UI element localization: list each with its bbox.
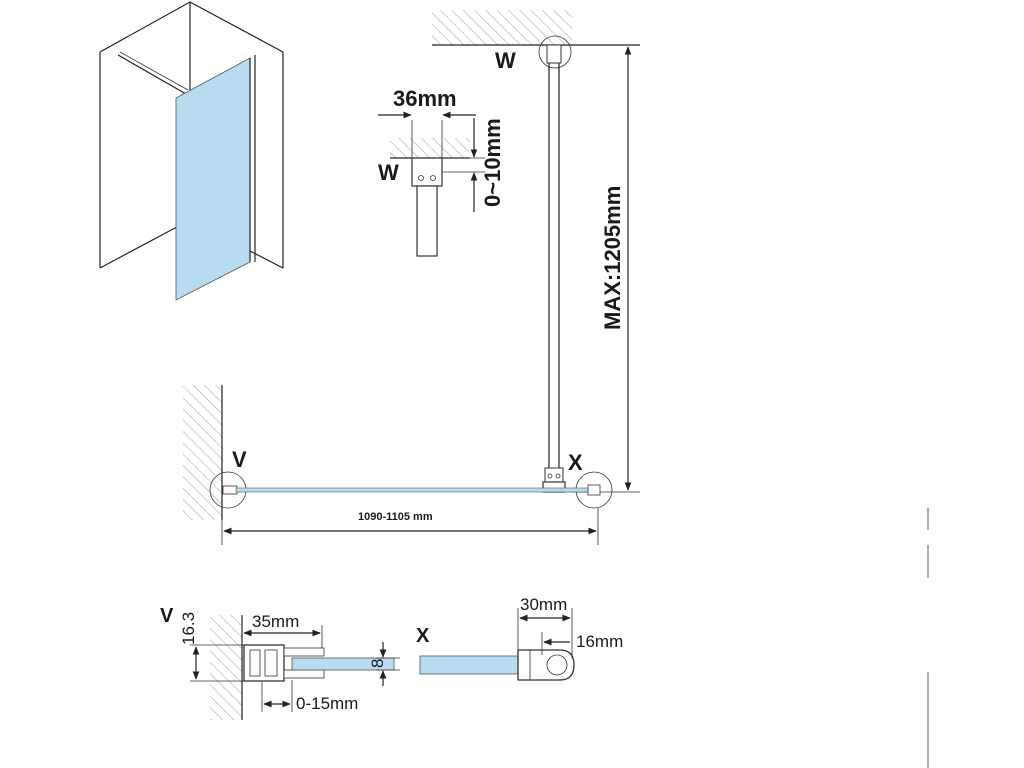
x-profile-detail	[419, 608, 575, 681]
panel-width-label: 1090-1105 mm	[358, 511, 433, 523]
vertical-bar-plan	[432, 10, 640, 493]
v-profile-detail	[190, 615, 400, 720]
perspective-view	[99, 1, 284, 301]
v-adjust-label: 0-15mm	[296, 694, 358, 713]
x-width-label: 30mm	[520, 595, 567, 614]
w-callout-circle	[538, 35, 572, 69]
bracket-offset-label: 0~10mm	[480, 118, 505, 207]
v-detail-label: V	[160, 605, 174, 627]
bracket-detail	[378, 111, 485, 257]
v-height-label: 16.3	[179, 612, 198, 645]
x-inner-label: 16mm	[576, 632, 623, 651]
glass-panel-plan	[235, 487, 599, 493]
v-plan-label: V	[232, 447, 247, 472]
glass-v-detail	[291, 657, 395, 671]
bracket-width-label: 36mm	[393, 86, 457, 111]
plan-view	[183, 385, 613, 545]
v-glass-label: 8	[368, 659, 387, 668]
w-detail-label: W	[378, 160, 399, 185]
x-detail-label: X	[416, 625, 430, 647]
w-top-label: W	[495, 48, 516, 73]
x-plan-label: X	[568, 450, 583, 475]
max-height-label: MAX:1205mm	[600, 186, 625, 330]
v-width-label: 35mm	[252, 612, 299, 631]
glass-panel-3d	[175, 57, 251, 301]
